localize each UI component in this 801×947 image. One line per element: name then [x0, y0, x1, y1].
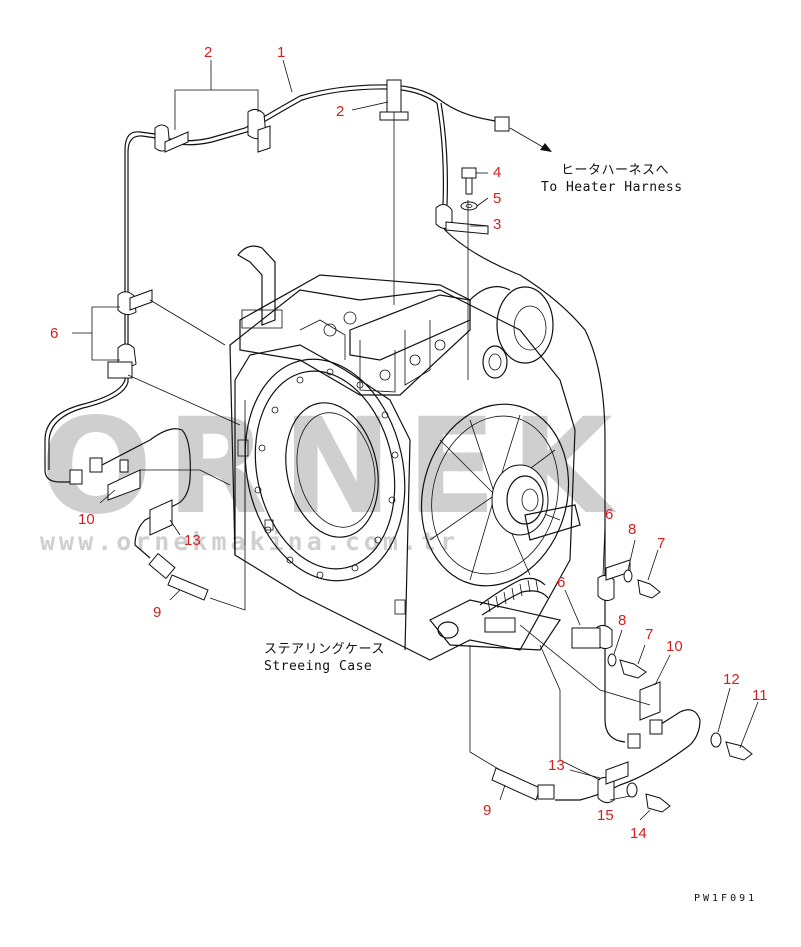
callout-3: 3: [493, 216, 501, 233]
callout-2: 2: [336, 103, 344, 120]
callout-11: 11: [752, 687, 768, 704]
notes: ヒータハーネスへ To Heater Harness ステアリングケース Str…: [264, 163, 683, 674]
callout-6: 6: [557, 574, 565, 591]
callout-14: 14: [630, 825, 647, 842]
callout-1: 1: [277, 44, 285, 61]
callout-13: 13: [184, 532, 201, 549]
callout-12: 12: [723, 671, 740, 688]
callout-10: 10: [78, 511, 95, 528]
callout-4: 4: [493, 164, 501, 181]
steering-case: [229, 245, 581, 661]
callouts: 2 1 2 4 5 3 6 10 13 9 6 8 7 6 8 7 10 12 …: [50, 44, 768, 842]
callout-15: 15: [597, 807, 614, 824]
callout-6: 6: [50, 325, 58, 342]
callout-8: 8: [618, 612, 626, 629]
callout-13: 13: [548, 757, 565, 774]
drawing-code: PW1F091: [694, 893, 757, 904]
callout-5: 5: [493, 190, 501, 207]
callout-7: 7: [657, 535, 665, 552]
note-heater-en: To Heater Harness: [541, 180, 683, 195]
watermark: ORNEK www.ornekmakina.com.tr: [40, 390, 613, 556]
callout-7: 7: [645, 626, 653, 643]
watermark-site: www.ornekmakina.com.tr: [40, 527, 459, 556]
callout-8: 8: [628, 521, 636, 538]
callout-10: 10: [666, 638, 683, 655]
callout-9: 9: [153, 604, 161, 621]
callout-2: 2: [204, 44, 212, 61]
note-case-jp: ステアリングケース: [264, 642, 385, 657]
note-case-en: Streeing Case: [264, 659, 372, 674]
hardware: [107, 79, 753, 813]
note-heater-jp: ヒータハーネスへ: [561, 163, 669, 178]
callout-9: 9: [483, 802, 491, 819]
leader-lines: [72, 59, 759, 821]
callout-6: 6: [605, 506, 613, 523]
